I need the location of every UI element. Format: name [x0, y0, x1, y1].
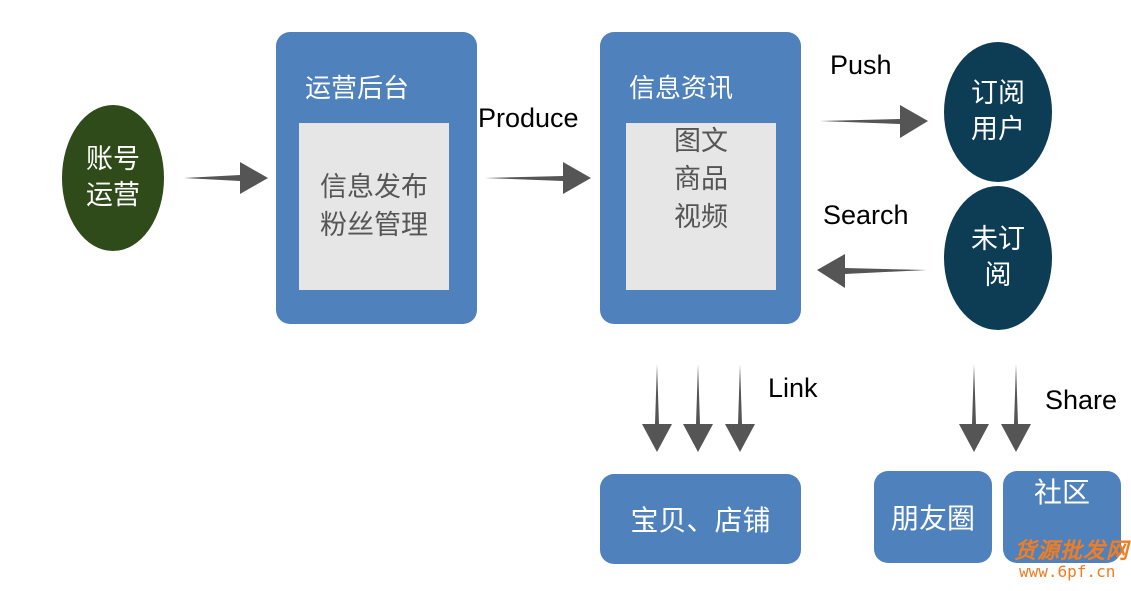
node-unsubscribed: 未订 阅: [944, 186, 1052, 330]
node-subscribed-users-label: 订阅 用户: [971, 78, 1025, 145]
node-account-ops: 账号 运营: [62, 105, 164, 251]
watermark-url: www.6pf.cn: [1019, 562, 1116, 581]
node-subscribed-users: 订阅 用户: [944, 42, 1052, 182]
edge-label-link: Link: [768, 373, 818, 403]
edge-label-produce: Produce: [478, 103, 579, 133]
node-moments: 朋友圈: [874, 471, 992, 563]
node-info-news: 信息资讯 图文 商品 视频: [600, 32, 801, 324]
node-info-news-title: 信息资讯: [629, 74, 734, 104]
edge-label-push: Push: [830, 50, 892, 80]
node-products-shops: 宝贝、店铺: [600, 474, 801, 564]
arrow-right-icon: [184, 162, 268, 194]
arrow-down-icon: [683, 364, 713, 452]
arrow-down-icon: [1001, 364, 1031, 452]
watermark-name: 货源批发网: [1014, 538, 1130, 564]
node-ops-backend-content: 信息发布 粉丝管理: [299, 123, 449, 290]
node-ops-backend: 运营后台 信息发布 粉丝管理: [276, 32, 477, 324]
node-info-news-content: 图文 商品 视频: [626, 123, 776, 290]
node-ops-backend-title: 运营后台: [305, 74, 410, 104]
arrow-right-icon: [485, 162, 591, 194]
arrow-right-icon: [820, 105, 928, 138]
edge-label-search: Search: [823, 200, 909, 230]
node-unsubscribed-label: 未订 阅: [971, 224, 1025, 291]
arrow-down-icon: [725, 364, 755, 452]
arrow-left-icon: [817, 254, 927, 288]
node-community: 社区: [1003, 471, 1121, 563]
edge-label-share: Share: [1045, 385, 1118, 415]
node-account-ops-label: 账号 运营: [86, 144, 140, 211]
arrow-down-icon: [959, 364, 989, 452]
arrow-down-icon: [642, 364, 672, 452]
